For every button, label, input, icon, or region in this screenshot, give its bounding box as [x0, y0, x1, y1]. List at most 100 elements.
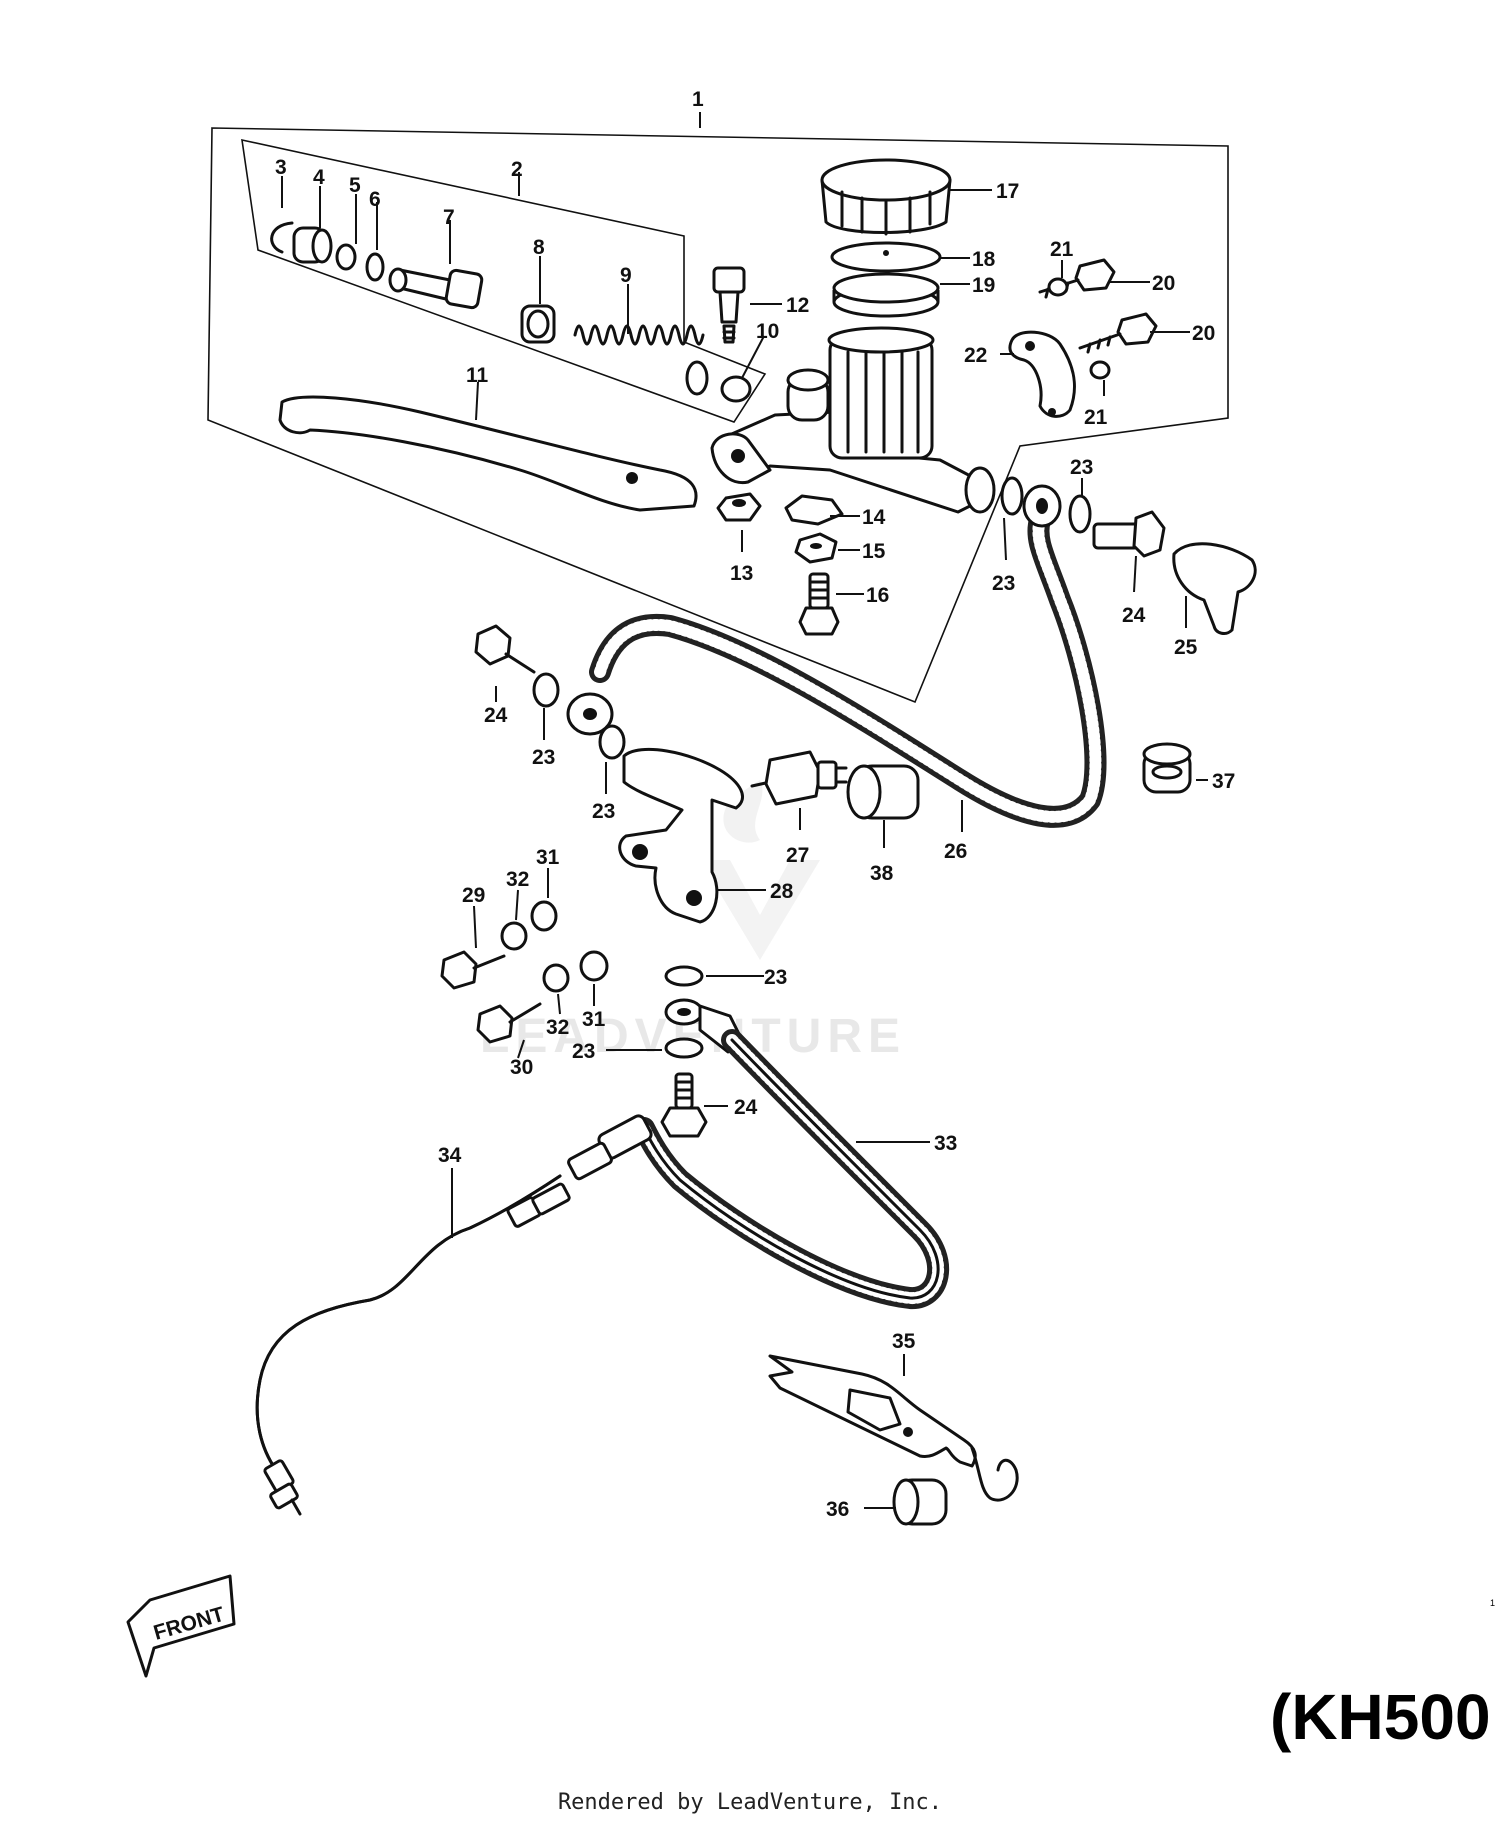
- callout-4: 4: [313, 166, 325, 189]
- callout-24-lower: 24: [734, 1096, 758, 1119]
- part-21-washer-lower-icon: [1089, 360, 1111, 380]
- part-23-washer-d-icon: [598, 724, 626, 760]
- callout-30: 30: [510, 1056, 533, 1079]
- part-31-washer-upper-icon: [530, 900, 558, 932]
- callout-7: 7: [443, 206, 455, 229]
- model-code: (KH500: [1270, 1681, 1491, 1753]
- upper-hose-top-fitting-icon: [1022, 484, 1062, 528]
- callout-2: 2: [511, 158, 523, 181]
- part-21-washer-upper-icon: [1047, 277, 1069, 297]
- callout-32-lower: 32: [546, 1016, 569, 1039]
- callout-28: 28: [770, 880, 794, 903]
- page-mark: 1: [1490, 1598, 1496, 1608]
- callout-23-f: 23: [572, 1040, 595, 1063]
- callout-25: 25: [1174, 636, 1198, 659]
- part-23-washer-a-icon: [1000, 476, 1024, 516]
- callout-15: 15: [862, 540, 886, 563]
- part-20-bolt-upper-icon: [1038, 258, 1116, 299]
- part-28-three-way-joint-icon: [618, 747, 744, 924]
- part-19-diaphragm-icon: [832, 272, 940, 318]
- part-17-reservoir-cap-icon: [820, 158, 952, 236]
- callout-18: 18: [972, 248, 996, 271]
- callout-21-upper: 21: [1050, 238, 1074, 261]
- part-23-washer-c-icon: [532, 672, 560, 708]
- part-32-washer-upper-icon: [500, 921, 528, 951]
- callout-38: 38: [870, 862, 894, 885]
- upper-hose-bottom-fitting-icon: [566, 692, 614, 736]
- callout-31-lower: 31: [582, 1008, 606, 1031]
- part-11-lever-icon: [278, 395, 698, 512]
- callout-12: 12: [786, 294, 809, 317]
- part-33-hose-stripe: [642, 1038, 940, 1300]
- assembly-1-boundary: [207, 127, 1229, 704]
- callout-23-d: 23: [592, 800, 615, 823]
- part-34-pipe-nut-upper-icon: [506, 1182, 571, 1228]
- part-13-nut-icon: [716, 492, 762, 522]
- part-5-washer-icon: [335, 243, 357, 271]
- watermark-logo-icon: [700, 780, 820, 960]
- callout-24-left: 24: [484, 704, 508, 727]
- callout-16: 16: [866, 584, 889, 607]
- part-23-washer-b-icon: [1068, 494, 1092, 534]
- callout-9: 9: [620, 264, 632, 287]
- callout-23-b: 23: [992, 572, 1015, 595]
- part-9-spring-end-icon: [685, 360, 709, 396]
- part-4-boot-icon: [292, 226, 333, 264]
- part-29-bolt-icon: [440, 950, 506, 990]
- callout-31-upper: 31: [536, 846, 560, 869]
- callout-33: 33: [934, 1132, 957, 1155]
- part-34-pipe-nut-lower-icon: [263, 1459, 302, 1516]
- part-25-rubber-cap-icon: [1172, 542, 1257, 635]
- callout-35: 35: [892, 1330, 916, 1353]
- part-23-washer-e-icon: [664, 965, 704, 987]
- leader-lines: [281, 112, 1208, 1509]
- part-11-lever-pivot-icon: [626, 472, 638, 484]
- callout-11: 11: [466, 364, 489, 387]
- callout-29: 29: [462, 884, 485, 907]
- callout-22: 22: [964, 344, 987, 367]
- part-3-circlip-icon: [270, 221, 294, 254]
- part-18-diaphragm-plate-icon: [830, 241, 942, 273]
- callout-5: 5: [349, 174, 361, 197]
- part-27-brake-light-switch-icon: [750, 750, 848, 806]
- part-35-bracket-hook-icon: [970, 1446, 1019, 1502]
- callout-13: 13: [730, 562, 753, 585]
- part-20-bolt-lower-icon: [1078, 312, 1158, 354]
- part-7-piston-icon: [388, 267, 484, 310]
- callout-19: 19: [972, 274, 995, 297]
- callout-23-c: 23: [532, 746, 555, 769]
- callout-20-lower: 20: [1192, 322, 1215, 345]
- callout-3: 3: [275, 156, 287, 179]
- callout-6: 6: [369, 188, 381, 211]
- callout-21-lower: 21: [1084, 406, 1108, 429]
- part-24-banjo-bolt-left-icon: [474, 624, 536, 674]
- part-15-nut-icon: [794, 532, 838, 564]
- callout-23-a: 23: [1070, 456, 1093, 479]
- part-9-spring-icon: [573, 324, 705, 346]
- part-35-bracket-slot-icon: [846, 1388, 902, 1432]
- callout-32-upper: 32: [506, 868, 529, 891]
- part-10-bushing-icon: [720, 375, 752, 403]
- callout-24-upper: 24: [1122, 604, 1146, 627]
- part-32-washer-lower-icon: [542, 963, 570, 993]
- callout-10: 10: [756, 320, 779, 343]
- part-24-banjo-bolt-upper-icon: [1092, 510, 1166, 558]
- part-12-bolt-icon: [712, 266, 746, 344]
- callout-36: 36: [826, 1498, 849, 1521]
- part-6-ring-icon: [365, 252, 385, 282]
- front-direction-arrow-icon: FRONT: [126, 1574, 236, 1678]
- part-14-tab-washer-icon: [784, 494, 844, 526]
- callout-20-upper: 20: [1152, 272, 1175, 295]
- callout-34: 34: [438, 1144, 462, 1167]
- callout-23-e: 23: [764, 966, 787, 989]
- part-16-pivot-bolt-icon: [798, 572, 840, 636]
- part-38-switch-cover-icon: [846, 764, 920, 820]
- part-31-washer-lower-icon: [579, 950, 609, 982]
- part-22-clamp-icon: [1008, 330, 1077, 418]
- callout-27: 27: [786, 844, 809, 867]
- callout-26: 26: [944, 840, 967, 863]
- master-cylinder-body-icon: [710, 326, 996, 514]
- callout-1: 1: [692, 88, 704, 111]
- part-24-banjo-bolt-lower-icon: [660, 1072, 708, 1138]
